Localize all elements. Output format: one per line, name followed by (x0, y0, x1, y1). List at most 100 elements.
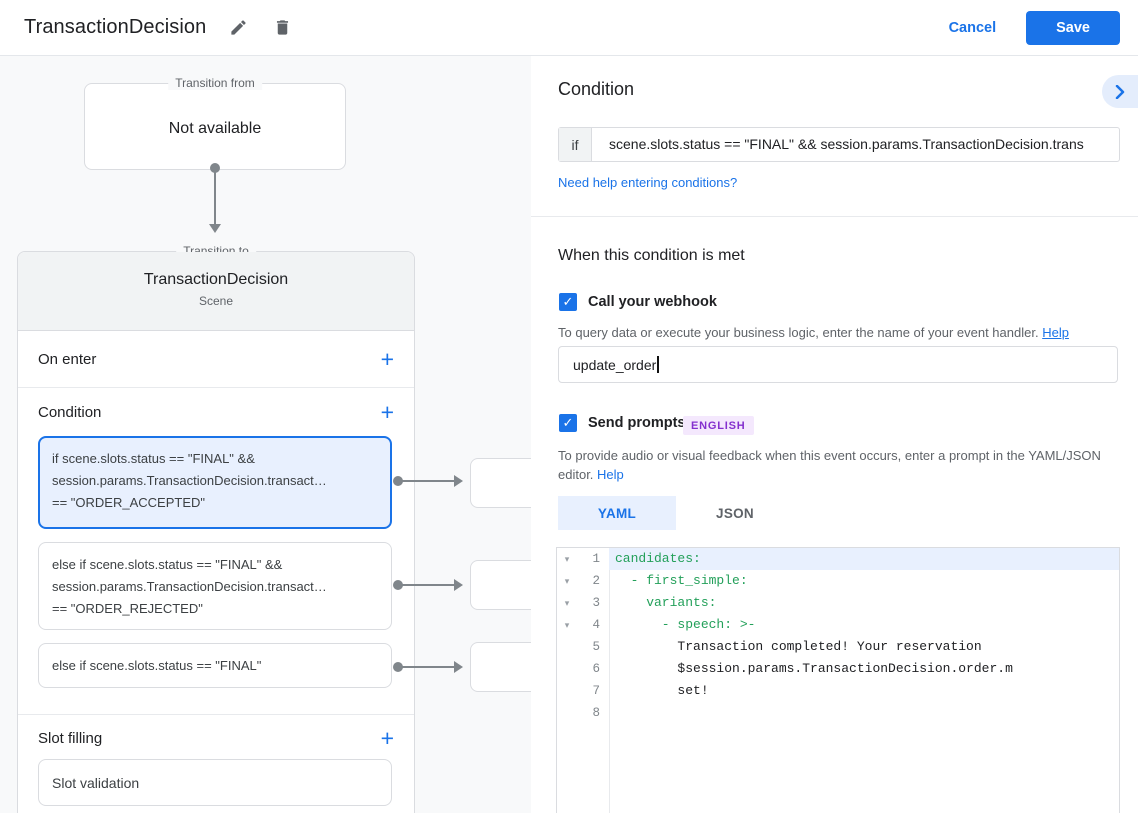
page-title: TransactionDecision (24, 16, 207, 38)
transition-from-node: Transition from Not available (84, 76, 346, 170)
call-webhook-checkbox[interactable]: ✓ (559, 293, 577, 311)
line-number: 5 (592, 640, 600, 654)
collapse-panel-button[interactable] (1102, 75, 1138, 108)
topbar: TransactionDecision Cancel Save (0, 0, 1138, 56)
cancel-button[interactable]: Cancel (948, 19, 997, 36)
line-number: 6 (592, 662, 600, 676)
target-scene-node[interactable] (470, 560, 531, 610)
code-text: Transaction completed! Your reservation (615, 639, 982, 654)
prompts-help-link[interactable]: Help (597, 467, 624, 482)
code-line[interactable]: 8 (557, 702, 1119, 724)
prompts-helper-text: To provide audio or visual feedback when… (558, 446, 1136, 484)
fold-arrow-icon[interactable] (557, 658, 577, 680)
condition-section-label: Condition (38, 403, 102, 421)
code-text (609, 702, 1119, 724)
save-button[interactable]: Save (1026, 10, 1120, 45)
fold-arrow-icon[interactable]: ▾ (564, 620, 570, 630)
section-divider (18, 714, 414, 715)
if-prefix: if (559, 128, 592, 161)
webhook-help-link[interactable]: Help (1042, 325, 1069, 340)
condition-text: == "ORDER_ACCEPTED" (52, 495, 205, 510)
arrow-right-icon (454, 579, 463, 591)
target-scene-node[interactable] (470, 642, 531, 692)
code-text: - speech: >- (615, 617, 756, 632)
condition-expression-field: if scene.slots.status == "FINAL" && sess… (558, 127, 1120, 162)
scene-card-header[interactable]: TransactionDecision Scene (18, 252, 414, 331)
transition-to-node: Transition to TransactionDecision Scene … (17, 244, 415, 813)
line-number: 8 (592, 706, 600, 720)
condition-card-final[interactable]: else if scene.slots.status == "FINAL" (38, 643, 392, 688)
webhook-helper: To query data or execute your business l… (558, 325, 1039, 340)
editor-tabs: YAML JSON (558, 496, 794, 530)
fold-arrow-icon[interactable]: ▾ (564, 598, 570, 608)
code-text: candidates: (609, 548, 1119, 570)
edit-pencil-icon[interactable] (226, 16, 250, 40)
check-icon: ✓ (562, 415, 574, 430)
slot-filling-row: Slot filling + (18, 715, 414, 762)
transition-from-value: Not available (168, 120, 262, 137)
fold-arrow-icon[interactable]: ▾ (564, 554, 570, 564)
tab-json[interactable]: JSON (716, 505, 754, 521)
add-condition-button[interactable]: + (380, 398, 394, 425)
yaml-code-editor[interactable]: ▾ 1 candidates: ▾ 2 - first_simple: ▾ 3 … (556, 547, 1120, 813)
send-prompts-label: Send prompts (588, 415, 686, 431)
transition-from-label: Transition from (168, 76, 262, 90)
connector-dot (210, 163, 220, 173)
gutter-separator (609, 548, 610, 813)
condition-text: session.params.TransactionDecision.trans… (52, 473, 327, 488)
code-line[interactable]: 6 $session.params.TransactionDecision.or… (557, 658, 1119, 680)
code-text: - first_simple: (615, 573, 748, 588)
chevron-right-icon (1115, 84, 1125, 99)
condition-text: else if scene.slots.status == "FINAL" (52, 658, 262, 673)
scene-title: TransactionDecision (143, 271, 289, 288)
slot-validation-label: Slot validation (52, 774, 140, 791)
code-line[interactable]: 7 set! (557, 680, 1119, 702)
fold-arrow-icon[interactable] (557, 680, 577, 702)
connector-line (214, 172, 216, 224)
code-text: set! (615, 683, 709, 698)
arrow-right-icon (454, 475, 463, 487)
fold-arrow-icon[interactable] (557, 636, 577, 658)
code-line[interactable]: ▾ 4 - speech: >- (557, 614, 1119, 636)
webhook-helper-text: To query data or execute your business l… (558, 323, 1069, 342)
panel-divider (531, 216, 1138, 217)
condition-card-accepted[interactable]: if scene.slots.status == "FINAL" && sess… (38, 436, 392, 529)
line-number: 3 (592, 596, 600, 610)
code-line[interactable]: ▾ 1 candidates: (557, 548, 1119, 570)
delete-trash-icon[interactable] (270, 16, 294, 40)
conditions-help-link[interactable]: Need help entering conditions? (558, 175, 738, 190)
connector-line (398, 584, 456, 586)
language-badge: ENGLISH (683, 416, 754, 435)
text-caret (657, 356, 659, 373)
when-condition-heading: When this condition is met (558, 247, 745, 264)
add-slot-button[interactable]: + (380, 725, 394, 751)
slot-validation-card[interactable]: Slot validation (38, 759, 392, 806)
arrow-down-icon (209, 224, 221, 233)
add-on-enter-button[interactable]: + (380, 346, 394, 372)
call-webhook-label: Call your webhook (588, 294, 717, 310)
code-text: variants: (615, 595, 717, 610)
condition-text: else if scene.slots.status == "FINAL" && (52, 557, 283, 572)
target-scene-node[interactable] (470, 458, 531, 508)
condition-text: session.params.TransactionDecision.trans… (52, 579, 327, 594)
line-number: 1 (592, 552, 600, 566)
check-icon: ✓ (562, 294, 574, 309)
code-line[interactable]: ▾ 3 variants: (557, 592, 1119, 614)
tab-yaml[interactable]: YAML (558, 496, 676, 530)
code-line[interactable]: 5 Transaction completed! Your reservatio… (557, 636, 1119, 658)
condition-card-rejected[interactable]: else if scene.slots.status == "FINAL" &&… (38, 542, 392, 630)
slot-filling-label: Slot filling (38, 730, 103, 747)
event-handler-input[interactable]: update_order (558, 346, 1118, 383)
fold-arrow-icon[interactable]: ▾ (564, 576, 570, 586)
event-handler-value: update_order (573, 356, 657, 373)
send-prompts-checkbox[interactable]: ✓ (559, 414, 577, 432)
condition-section-row: Condition + (18, 388, 414, 436)
line-number: 2 (592, 574, 600, 588)
code-text: $session.params.TransactionDecision.orde… (615, 661, 1013, 676)
code-line[interactable]: ▾ 2 - first_simple: (557, 570, 1119, 592)
connector-line (398, 666, 456, 668)
condition-expression-input[interactable]: scene.slots.status == "FINAL" && session… (609, 136, 1084, 152)
fold-arrow-icon[interactable] (557, 702, 577, 724)
scene-subtitle: Scene (198, 294, 234, 308)
arrow-right-icon (454, 661, 463, 673)
